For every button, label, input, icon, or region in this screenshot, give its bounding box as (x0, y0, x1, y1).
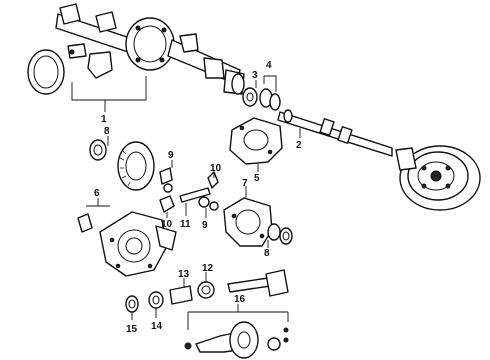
drive-pinion (227, 269, 289, 297)
callout-10a: 10 (210, 163, 222, 174)
housing-fittings (67, 43, 113, 79)
axle-shaft (277, 109, 393, 157)
callout-1: 1 (101, 114, 107, 125)
ring-gear (117, 141, 155, 191)
callout-3: 3 (252, 70, 258, 81)
companion-flange (184, 321, 289, 359)
axle-bearing (242, 87, 258, 107)
side-bearing-upper (89, 139, 107, 161)
bearing-retainer-set (259, 88, 281, 111)
callout-10b: 10 (161, 219, 173, 230)
side-gear (159, 195, 175, 213)
callout-8b: 8 (264, 248, 270, 259)
differential-pinion-upper (159, 167, 173, 193)
housing-gasket (27, 49, 65, 95)
callout-11: 11 (180, 219, 191, 230)
callout-15: 14 (151, 321, 163, 332)
pinion-seal (125, 295, 139, 313)
callout-2: 2 (296, 140, 302, 151)
differential-pinion-lower (198, 196, 219, 211)
callout-9b: 9 (202, 220, 208, 231)
callout-5: 5 (254, 173, 260, 184)
pinion-front-bearing (148, 291, 164, 309)
side-bearing-lower (267, 223, 293, 245)
differential-case (223, 197, 273, 247)
callout-12: 16 (234, 294, 246, 305)
callout-6: 6 (94, 188, 100, 199)
differential-carrier-cover (229, 117, 283, 165)
pinion-shaft (179, 187, 211, 203)
callout-9a: 9 (168, 150, 174, 161)
differential-carrier (99, 211, 177, 277)
carrier-gasket (77, 213, 93, 233)
callout-14: 13 (178, 269, 190, 280)
collapsible-spacer (169, 285, 193, 305)
pinion-bearing (197, 281, 215, 299)
brake-drum (395, 145, 481, 211)
callout-8a: 8 (104, 126, 110, 137)
callout-13: 12 (202, 263, 214, 274)
callout-4: 4 (266, 60, 272, 71)
thrust-washer-upper (207, 171, 219, 189)
callout-16: 15 (126, 324, 138, 335)
axle-housing (55, 3, 245, 95)
callout-7: 7 (242, 178, 248, 189)
